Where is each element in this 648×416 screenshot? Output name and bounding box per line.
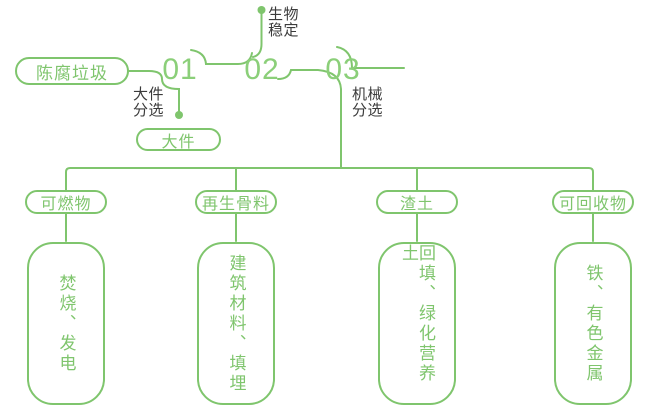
line-step03-exit	[336, 46, 405, 69]
category-node-recycled-aggregate: 再生骨料	[195, 190, 277, 214]
category-node-combustibles: 可燃物	[25, 190, 107, 214]
line-source-to-step01-and-output	[128, 70, 180, 112]
line-step02-to-step03-and-feed	[277, 69, 342, 169]
dot-output-marker	[175, 111, 183, 119]
label-mechanical-sorting: 机械 分选	[352, 86, 384, 120]
outcome-text-metals: 铁、有色金属	[583, 263, 603, 384]
line-bio-marker-to-step02	[252, 12, 263, 58]
outcome-box-backfill: 回填、绿化营养土	[378, 242, 456, 405]
step-number-03: 03	[325, 53, 361, 86]
dot-bio-marker	[257, 6, 266, 14]
outcome-box-incineration: 焚烧、发电	[27, 242, 105, 405]
output-node-bulky-items: 大件	[136, 128, 221, 151]
outcome-box-metals: 铁、有色金属	[554, 242, 632, 405]
step-number-02: 02	[244, 53, 280, 86]
step-number-01: 01	[162, 53, 198, 86]
branch-bar	[65, 167, 594, 191]
source-node-aged-waste: 陈腐垃圾	[15, 57, 129, 85]
line-step01-to-step02	[190, 49, 253, 65]
label-bio-stabilization: 生物 稳定	[268, 6, 300, 40]
label-bulky-sorting: 大件 分选	[133, 86, 165, 120]
outcome-text-backfill: 回填、绿化营养土	[399, 244, 435, 384]
category-node-recyclables: 可回收物	[552, 190, 634, 214]
outcome-box-building-materials: 建筑材料、填埋	[197, 242, 275, 405]
category-node-slag-soil: 渣土	[376, 190, 458, 214]
outcome-text-incineration: 焚烧、发电	[56, 273, 76, 374]
outcome-text-building-materials: 建筑材料、填埋	[226, 253, 246, 394]
